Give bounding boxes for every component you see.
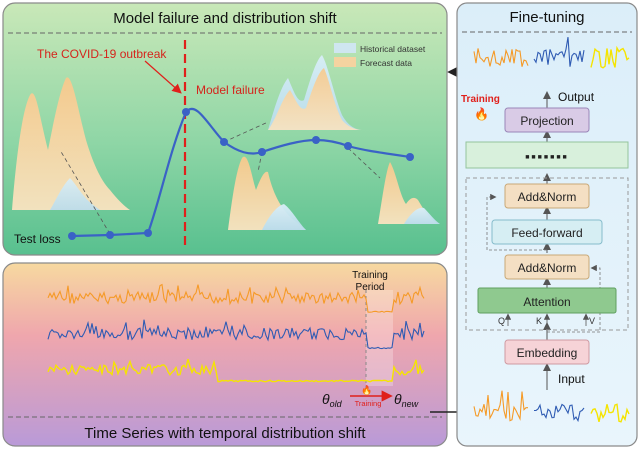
yellow-series — [47, 358, 425, 383]
output-label: Output — [558, 90, 595, 104]
loss-point — [106, 231, 114, 239]
legend-forecast-swatch — [334, 57, 356, 67]
training-period-line2: Period — [356, 282, 385, 293]
test-loss-label: Test loss — [14, 232, 61, 246]
loss-point — [406, 153, 414, 161]
loss-point — [144, 229, 152, 237]
v-label: V — [589, 316, 595, 326]
training-period-box — [366, 290, 393, 386]
time-series-group — [47, 283, 425, 383]
blue-series — [47, 319, 425, 350]
output-series — [473, 37, 630, 69]
loss-point — [312, 136, 320, 144]
stack-dots-block — [465, 141, 629, 169]
output-blue-series — [533, 37, 585, 67]
fine-tuning-panel: Fine-tuning Output Input Training 🔥 Proj… — [456, 2, 638, 447]
projection-label: Projection — [520, 114, 573, 128]
top-legend: Historical dataset Forecast data — [334, 43, 426, 68]
projection-block — [504, 107, 590, 133]
q-label: Q — [498, 316, 505, 326]
model-failure-label: Model failure — [196, 83, 265, 97]
right-panel-title: Fine-tuning — [509, 9, 584, 26]
loss-point — [258, 148, 266, 156]
residual-top — [486, 193, 547, 251]
theta-old: θold — [322, 391, 343, 409]
embedding-label: Embedding — [517, 346, 578, 360]
fire-icon: 🔥 — [474, 107, 489, 121]
output-orange-series — [473, 48, 529, 67]
embedding-block — [504, 339, 590, 365]
add-norm-top-label: Add&Norm — [518, 190, 577, 204]
distribution-peak — [268, 55, 362, 130]
distribution-shift-panel: Time Series with temporal distribution s… — [2, 262, 448, 447]
k-label: K — [536, 316, 542, 326]
loss-point — [68, 232, 76, 240]
theta-new: θnew — [394, 391, 419, 409]
covid-label: The COVID-19 outbreak — [37, 47, 167, 61]
feed-forward-block — [491, 219, 603, 245]
training-period-line1: Training — [352, 270, 388, 281]
training-arrow-label: Training — [355, 399, 382, 408]
feed-forward-label: Feed-forward — [511, 226, 582, 240]
model-failure-panel: Model failure and distribution shift — [2, 2, 448, 256]
stack-dots: ■■■■■■■ — [525, 154, 569, 161]
distribution-right — [378, 162, 440, 224]
input-label: Input — [558, 372, 585, 386]
attention-block — [477, 287, 617, 314]
loss-point — [344, 142, 352, 150]
attention-label: Attention — [523, 295, 570, 309]
orange-series — [47, 283, 425, 313]
add-norm-bottom-label: Add&Norm — [518, 261, 577, 275]
input-blue-series — [533, 403, 585, 423]
output-yellow-series — [590, 45, 630, 69]
legend-historical-swatch — [334, 43, 356, 53]
covid-pointer-arrow — [144, 60, 182, 94]
qkv-arrows — [504, 313, 590, 326]
bottom-fire-icon: 🔥 — [361, 384, 372, 395]
legend-historical-label: Historical dataset — [360, 44, 426, 54]
bottom-panel-title: Time Series with temporal distribution s… — [84, 425, 366, 442]
bottom-panel-bg — [2, 262, 448, 447]
input-orange-series — [473, 390, 528, 422]
distribution-mid — [228, 156, 306, 230]
distribution-left — [12, 77, 130, 210]
add-norm-top-block — [504, 183, 590, 209]
top-panel-title: Model failure and distribution shift — [113, 10, 337, 27]
transformer-block-frame — [465, 177, 629, 331]
training-label: Training — [461, 94, 500, 105]
input-series — [473, 390, 630, 423]
input-yellow-series — [590, 403, 630, 423]
loss-point — [182, 108, 190, 116]
add-norm-bottom-block — [504, 254, 590, 280]
test-loss-points — [68, 108, 414, 240]
legend-forecast-label: Forecast data — [360, 58, 412, 68]
loss-point — [220, 138, 228, 146]
